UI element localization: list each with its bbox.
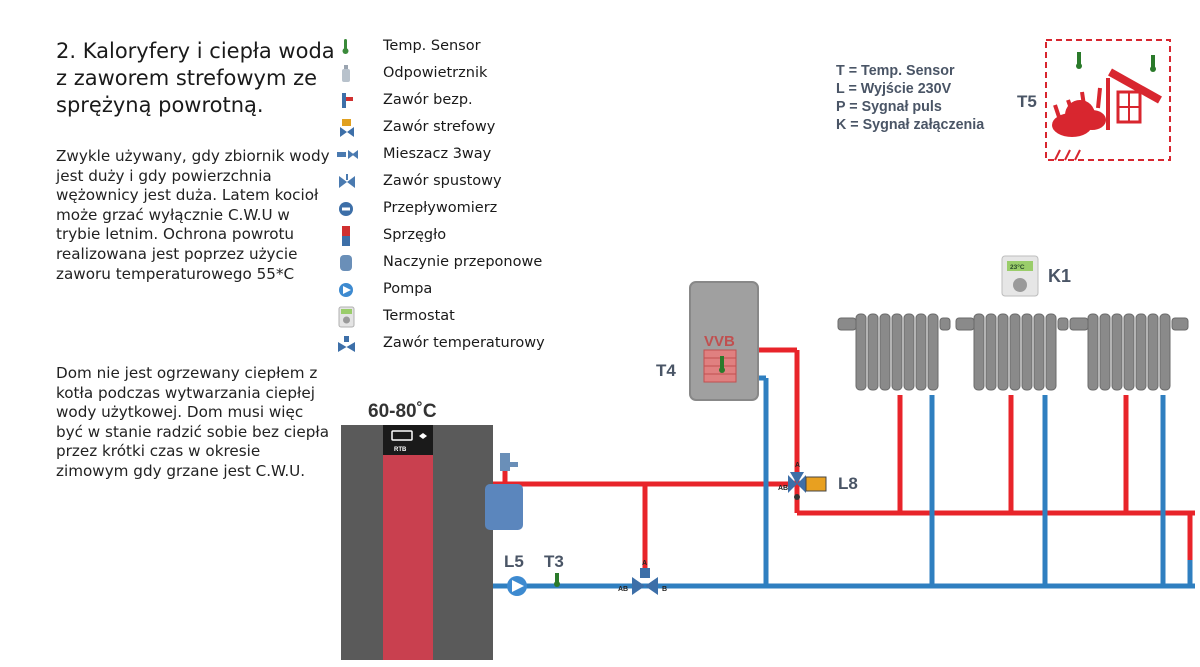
legend-item: Termostat: [336, 306, 566, 333]
flow-meter-icon: [339, 202, 353, 216]
coupling-icon: [342, 226, 350, 246]
safety-valve-icon: [342, 93, 353, 108]
boiler-temperature: 60-80˚C: [368, 401, 437, 422]
thermostat-icon: [338, 306, 355, 328]
zone-valve-l8: A AB: [778, 462, 827, 500]
legend-item: Odpowietrznik: [336, 63, 566, 90]
radiator: [1069, 313, 1189, 391]
zone-valve-icon: [340, 119, 354, 137]
temperature-valve: A AB B: [618, 560, 667, 595]
description-paragraph-2: Dom nie jest ogrzewany ciepłem z kotła p…: [56, 364, 330, 480]
port-label-a: A: [642, 560, 647, 567]
abbreviation-key: T = Temp. Sensor L = Wyjście 230V P = Sy…: [836, 62, 984, 134]
port-label-b: B: [662, 586, 667, 593]
abbreviation-item: T = Temp. Sensor: [836, 63, 955, 79]
mixer-3way-icon: [337, 150, 358, 159]
legend-item: Sprzęgło: [336, 225, 566, 252]
temperature-valve-icon: [338, 336, 355, 352]
expansion-vessel: [485, 453, 523, 530]
legend-label: Zawór bezp.: [383, 92, 473, 108]
t3-label: T3: [544, 552, 564, 571]
k1-label: K1: [1048, 266, 1071, 286]
thermostat-display: 23°C: [1010, 263, 1025, 271]
legend-item: Zawór bezp.: [336, 90, 566, 117]
legend-label: Zawór temperaturowy: [383, 335, 545, 351]
t5-label: T5: [1017, 92, 1037, 111]
legend-item: Temp. Sensor: [336, 36, 566, 63]
radiator: [955, 313, 1069, 391]
water-tank: [689, 281, 759, 401]
port-label-a: A: [795, 462, 800, 469]
legend-label: Odpowietrznik: [383, 65, 488, 81]
tank-label: VVB: [704, 333, 735, 350]
thermostat-k1: 23°C: [1001, 255, 1039, 297]
legend-label: Temp. Sensor: [383, 38, 481, 54]
l8-label: L8: [838, 474, 858, 493]
legend-label: Mieszacz 3way: [383, 146, 492, 162]
legend-item: Zawór strefowy: [336, 117, 566, 144]
t4-label: T4: [656, 361, 676, 380]
legend-label: Zawór strefowy: [383, 119, 496, 135]
legend-label: Naczynie przeponowe: [383, 254, 543, 270]
legend-item: Mieszacz 3way: [336, 144, 566, 171]
page-title: 2. Kaloryfery i ciepła woda z zaworem st…: [56, 39, 335, 117]
air-vent-icon: [342, 65, 350, 82]
legend-item: Przepływomierz: [336, 198, 566, 225]
legend-label: Pompa: [383, 281, 433, 297]
drain-valve-icon: [339, 174, 355, 188]
expansion-vessel-icon: [340, 255, 352, 271]
port-label-ab: AB: [778, 485, 788, 492]
legend-item: Zawór temperaturowy: [336, 333, 566, 360]
house-icon: [1045, 39, 1171, 161]
boiler: RTB: [341, 425, 493, 660]
legend: Temp. Sensor Odpowietrznik Zawór bezp. Z…: [336, 36, 566, 360]
legend-label: Przepływomierz: [383, 200, 498, 216]
abbreviation-item: K = Sygnał załączenia: [836, 117, 985, 133]
legend-item: Zawór spustowy: [336, 171, 566, 198]
temp-sensor-icon: [342, 39, 349, 54]
legend-label: Sprzęgło: [383, 227, 447, 243]
radiator: [837, 313, 951, 391]
hot-pipes: [432, 347, 1195, 568]
port-label-ab: AB: [618, 586, 628, 593]
pump-icon: [339, 283, 353, 297]
legend-label: Zawór spustowy: [383, 173, 502, 189]
legend-label: Termostat: [383, 308, 455, 324]
temp-sensor-t3: [554, 573, 560, 587]
legend-item: Naczynie przeponowe: [336, 252, 566, 279]
pump-l5: [507, 576, 527, 596]
legend-item: Pompa: [336, 279, 566, 306]
description-paragraph-1: Zwykle używany, gdy zbiornik wody jest d…: [56, 147, 330, 283]
boiler-badge: RTB: [394, 447, 407, 453]
abbreviation-item: L = Wyjście 230V: [836, 81, 952, 97]
l5-label: L5: [504, 552, 524, 571]
abbreviation-item: P = Sygnał puls: [836, 99, 942, 115]
